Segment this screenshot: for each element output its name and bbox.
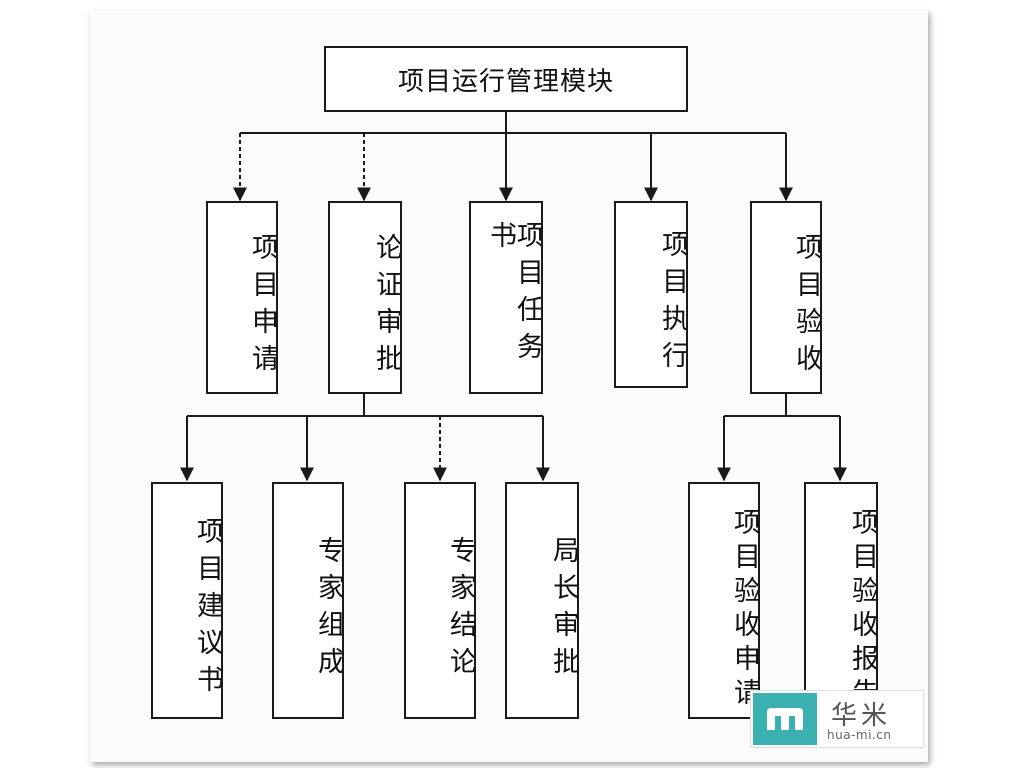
watermark-url: hua-mi.cn <box>827 728 892 742</box>
node-proposal: 项目建议书 <box>151 482 223 719</box>
node-project-application: 项目申请 <box>206 201 278 394</box>
node-director-approval: 局长审批 <box>505 482 579 719</box>
node-expert-conclusion: 专家结论 <box>404 482 476 719</box>
node-acceptance-application: 项目验收申请 <box>688 482 760 719</box>
node-execution: 项目执行 <box>614 201 688 388</box>
watermark-logo-icon <box>753 693 817 745</box>
node-expert-panel: 专家组成 <box>272 482 344 719</box>
node-acceptance: 项目验收 <box>750 201 822 394</box>
node-task-book: 项目任务书 <box>469 201 543 394</box>
node-acceptance-report: 项目验收报告 <box>804 482 878 719</box>
node-review-approval: 论证审批 <box>328 201 402 394</box>
watermark-name: 华米 <box>831 701 892 731</box>
watermark: 华米 hua-mi.cn <box>750 690 924 748</box>
root-node: 项目运行管理模块 <box>324 46 688 112</box>
